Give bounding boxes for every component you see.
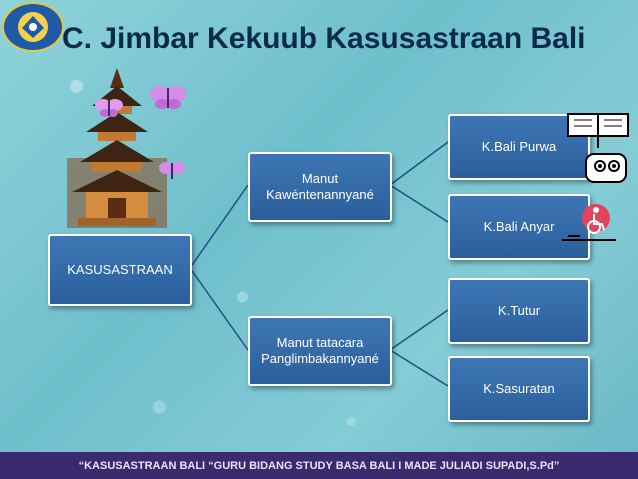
category-node-development: Manut tatacara Panglimbakannyané: [248, 316, 392, 386]
leaf-label: K.Sasuratan: [483, 380, 555, 396]
root-node: KASUSASTRAAN: [48, 234, 192, 306]
category-node-existence: Manut Kawéntenannyané: [248, 152, 392, 222]
leaf-node-sasuratan: K.Sasuratan: [448, 356, 590, 422]
footer-banner: “KASUSASTRAAN BALI “GURU BIDANG STUDY BA…: [0, 452, 638, 479]
leaf-label: K.Bali Anyar: [483, 218, 555, 234]
category-label-line2: Panglimbakannyané: [261, 351, 379, 366]
butterfly-icon: [159, 162, 185, 179]
leaf-label: K.Bali Purwa: [481, 138, 557, 154]
leaf-node-bali-purwa: K.Bali Purwa: [448, 114, 590, 180]
page-title: C. Jimbar Kekuub Kasusastraan Bali: [62, 22, 586, 55]
pagoda-illustration: [67, 68, 167, 228]
leaf-label: K.Tutur: [497, 302, 541, 318]
butterfly-icon: [150, 86, 186, 109]
ministry-logo: [2, 2, 64, 52]
root-label: KASUSASTRAAN: [67, 261, 173, 277]
butterfly-icon: [95, 99, 123, 117]
category-label-line2: Kawéntenannyané: [266, 187, 374, 202]
leaf-node-tutur: K.Tutur: [448, 278, 590, 344]
wheelchair-computer-icon: [562, 204, 616, 241]
leaf-node-bali-anyar: K.Bali Anyar: [448, 194, 590, 260]
book-reader-icon: [567, 113, 629, 183]
category-label-line1: Manut: [301, 170, 339, 186]
category-label-line1: Manut tatacara: [276, 334, 364, 350]
